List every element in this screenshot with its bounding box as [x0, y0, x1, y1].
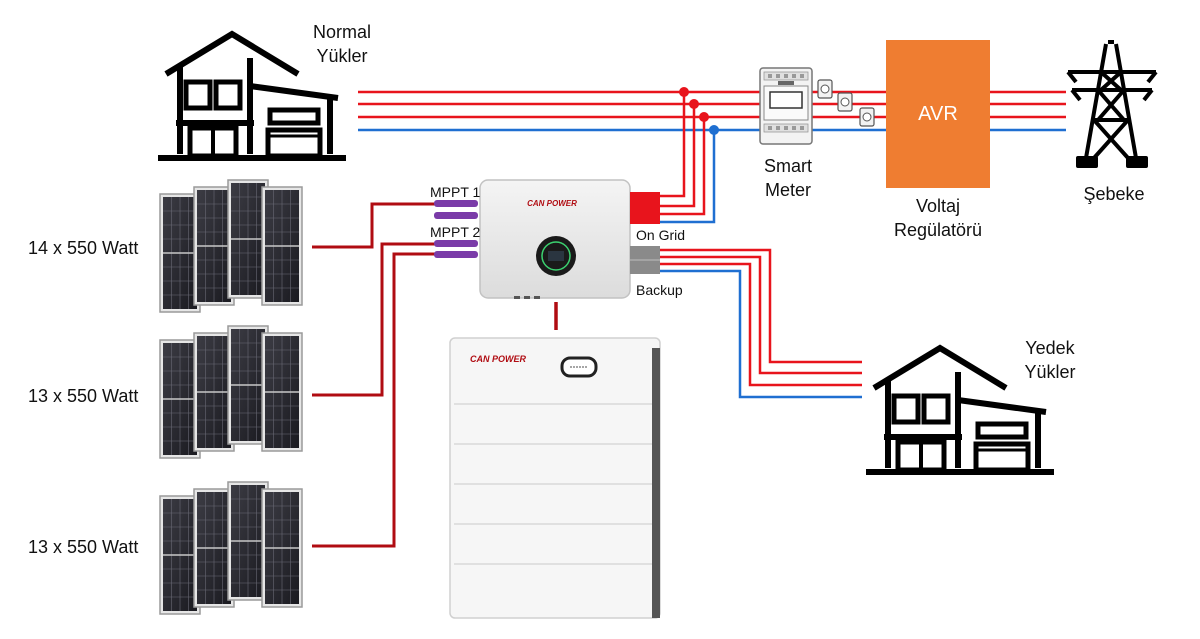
junction-dot-n — [709, 125, 719, 135]
mppt1-label: MPPT 1 — [430, 184, 481, 200]
avr-box — [886, 40, 990, 188]
pv-array-2-label: 13 x 550 Watt — [28, 386, 139, 406]
grid-label: Şebeke — [1083, 184, 1145, 204]
mppt2-connector-neg — [434, 251, 478, 258]
voltage-regulator-label-line2: Regülatörü — [893, 220, 983, 240]
battery-storage-icon: CAN POWER — [449, 337, 661, 619]
on-grid-terminal — [630, 192, 660, 224]
voltage-regulator-label-line1: Voltaj — [915, 196, 961, 216]
backup-loads-label: Yedek Yükler — [1008, 336, 1092, 384]
junction-dot-l1 — [679, 87, 689, 97]
pv-array-3-icon — [160, 482, 302, 614]
voltage-regulator-label: Voltaj Regülatörü — [874, 194, 1002, 242]
pv-array-3-label: 13 x 550 Watt — [28, 537, 139, 557]
pv-array-2-icon — [160, 326, 302, 458]
smart-meter-label-line1: Smart — [763, 156, 812, 176]
battery-brand-text: CAN POWER — [470, 354, 527, 364]
mppt-connectors — [434, 200, 478, 258]
mppt2-label: MPPT 2 — [430, 224, 481, 240]
pv-array-1-icon — [160, 180, 302, 312]
backup-label: Backup — [636, 282, 683, 298]
smart-meter-label: Smart Meter — [742, 154, 834, 202]
mppt2-connector-pos — [434, 240, 478, 247]
junction-dot-l2 — [689, 99, 699, 109]
normal-loads-label-line2: Yükler — [316, 46, 368, 66]
grid-tower-icon — [1066, 40, 1158, 168]
backup-loads-label-line2: Yükler — [1024, 362, 1076, 382]
smart-meter-icon — [759, 67, 813, 145]
avr-label: AVR — [918, 103, 958, 125]
pv-array-1-label: 14 x 550 Watt — [28, 238, 139, 258]
normal-loads-label-line1: Normal — [312, 22, 371, 42]
backup-lines — [660, 248, 862, 399]
on-grid-label: On Grid — [636, 227, 686, 243]
hybrid-inverter-icon: CAN POWER — [479, 179, 631, 299]
dc-lines — [312, 202, 436, 548]
on-grid-connection-lines — [660, 87, 719, 224]
normal-loads-label: Normal Yükler — [296, 20, 388, 68]
junction-dot-l3 — [699, 112, 709, 122]
backup-loads-label-line1: Yedek — [1025, 338, 1075, 358]
mppt1-connector-neg — [434, 212, 478, 219]
mppt1-connector-pos — [434, 200, 478, 207]
inverter-brand-text: CAN POWER — [527, 199, 577, 208]
smart-meter-label-line2: Meter — [764, 180, 811, 200]
